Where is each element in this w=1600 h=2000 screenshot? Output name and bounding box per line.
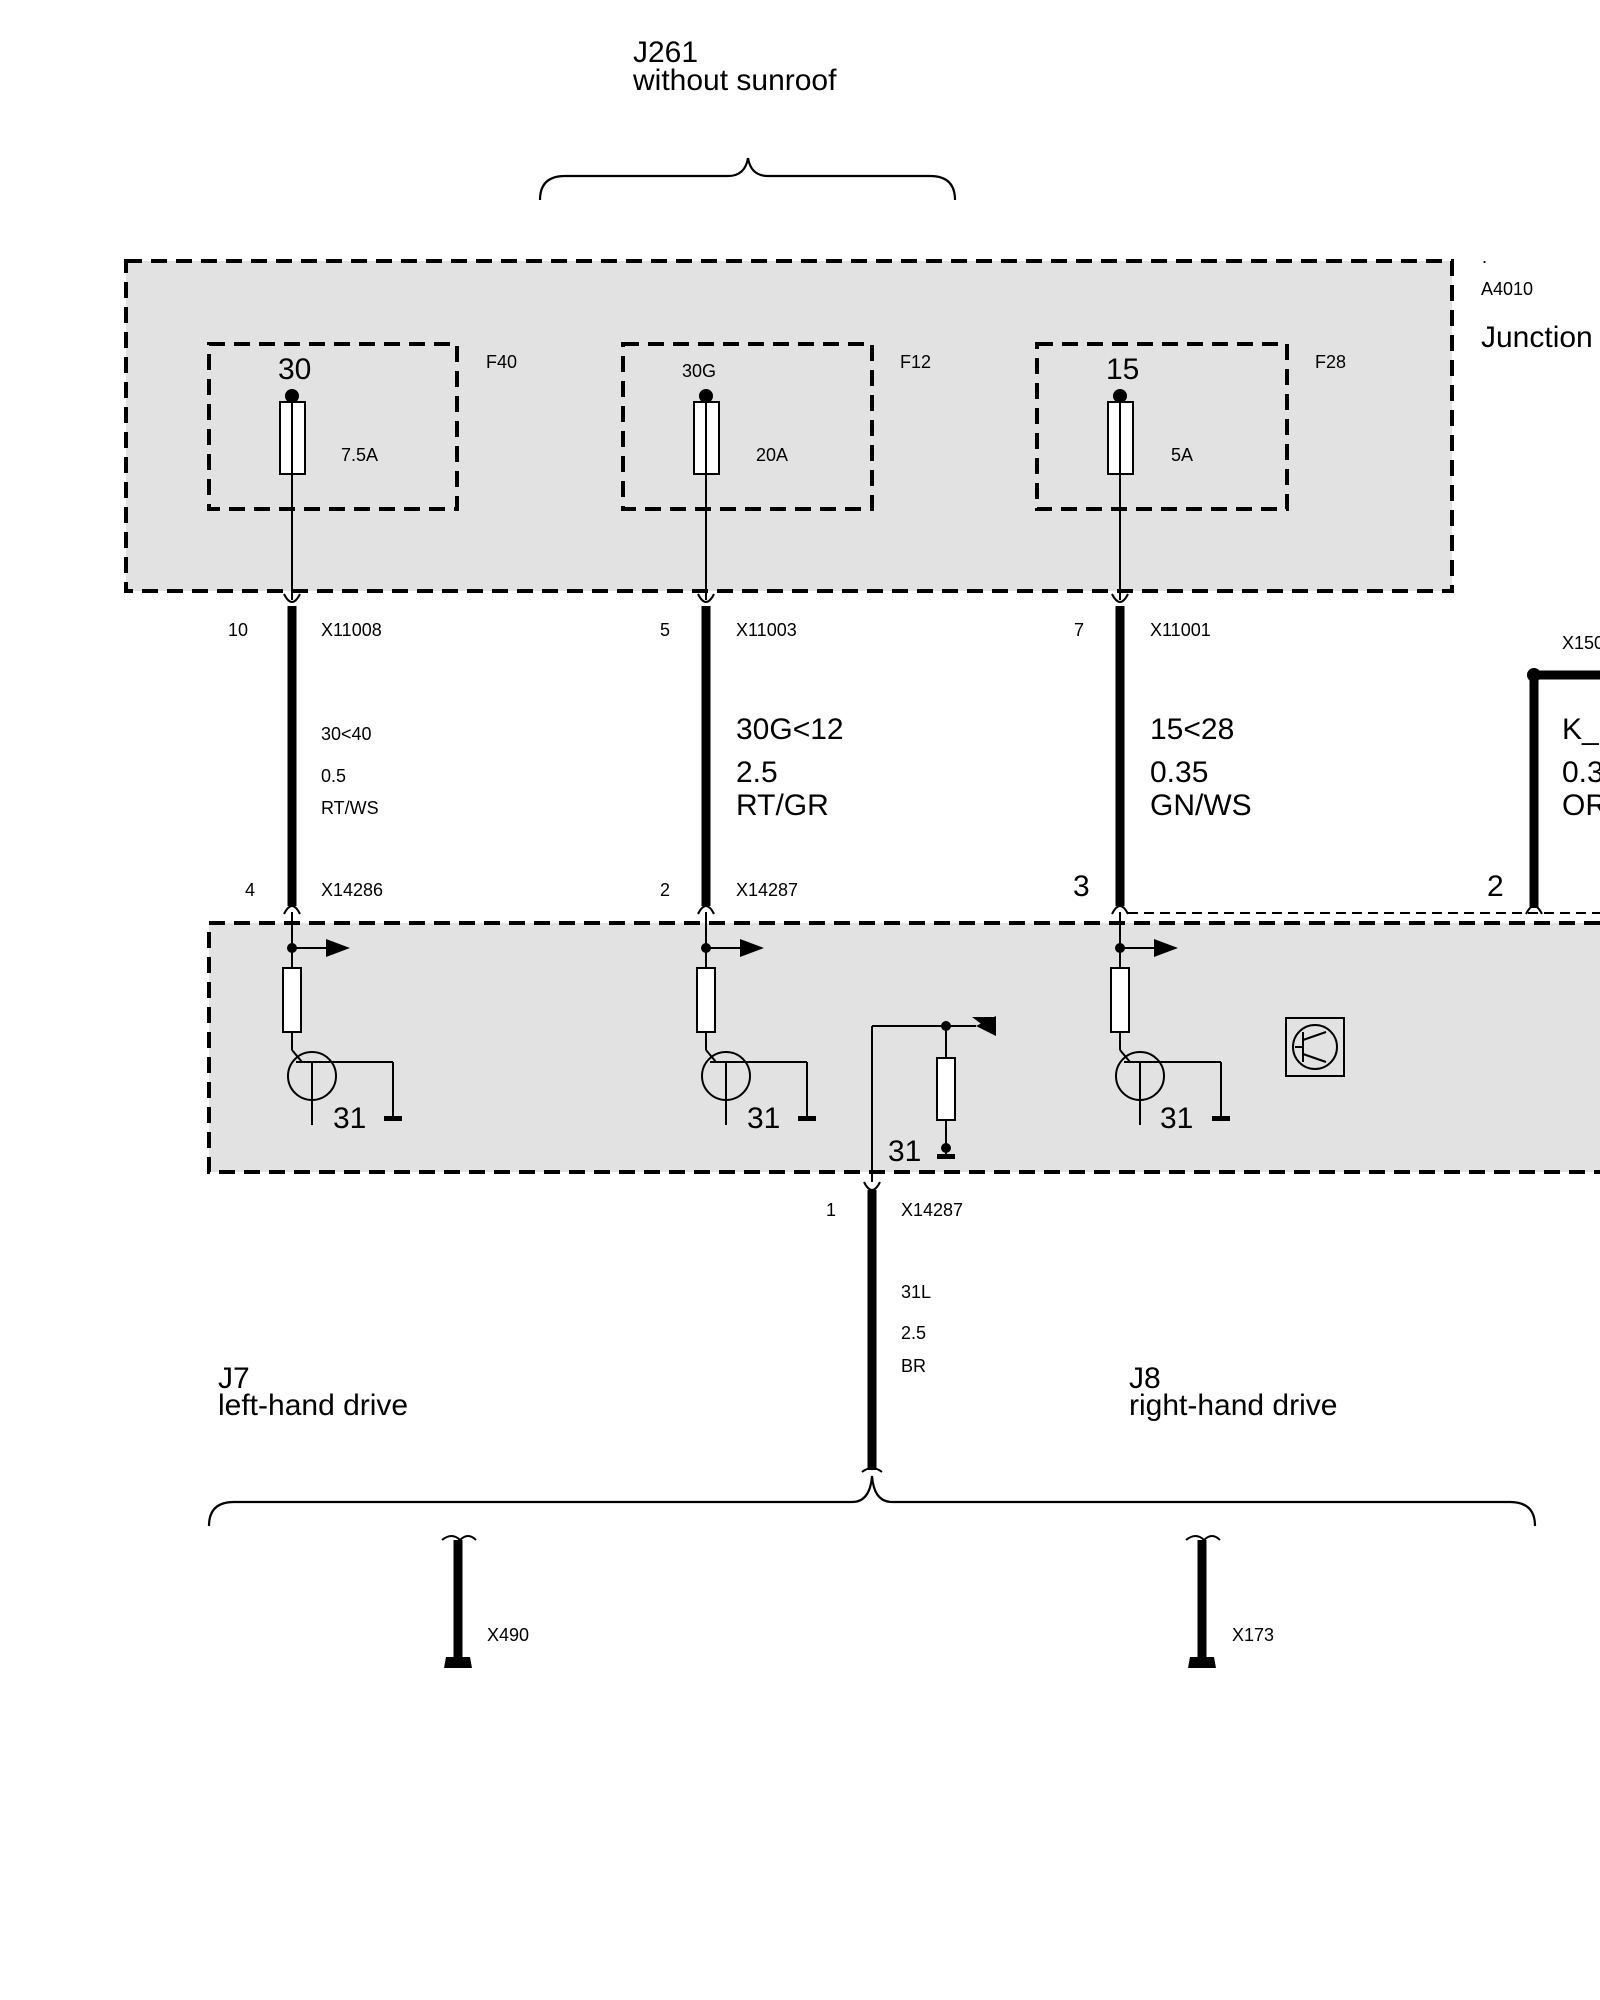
- wire-pin-top: 5: [660, 620, 670, 640]
- junction-box: [124, 259, 1454, 593]
- ground-wire-color: BR: [901, 1356, 926, 1376]
- fuse-rating: 5A: [1171, 445, 1193, 465]
- wire-color: RT/WS: [321, 798, 379, 818]
- junction-box-id: A4010: [1481, 279, 1533, 299]
- ground-point-x490: [441, 1535, 477, 1668]
- fuse-terminal: 30G: [682, 361, 716, 381]
- fuse-rating: 20A: [756, 445, 788, 465]
- side-wire-gauge: 0.3: [1562, 756, 1600, 789]
- wire-signal: 30G<12: [736, 713, 844, 746]
- wire-gauge: 2.5: [736, 756, 778, 789]
- variant-desc: left-hand drive: [218, 1389, 408, 1422]
- wire-connector-bottom: X14286: [321, 880, 383, 900]
- side-wire-connector: X150: [1562, 633, 1600, 653]
- fuse-f12: [621, 342, 874, 600]
- wire-color: GN/WS: [1150, 789, 1252, 822]
- junction-box-name: Junction: [1481, 321, 1593, 354]
- ground-reference: [871, 1016, 996, 1182]
- ground-point-label: X173: [1232, 1625, 1274, 1645]
- control-module: [207, 912, 1600, 1174]
- wire-pin-bottom: 3: [1073, 870, 1090, 903]
- top-variant-desc: without sunroof: [632, 64, 837, 97]
- fuse-terminal: 15: [1106, 353, 1139, 386]
- ground-point-label: X490: [487, 1625, 529, 1645]
- variant-desc: right-hand drive: [1129, 1389, 1337, 1422]
- output-stage-1: [282, 912, 402, 1125]
- fuse-name: F28: [1315, 352, 1346, 372]
- wire-connector-top: X11008: [321, 620, 382, 640]
- ground-wire-gauge: 2.5: [901, 1323, 926, 1343]
- fuse-name: F12: [900, 352, 931, 372]
- fuse-f28: [1035, 342, 1289, 600]
- side-wire: [1527, 668, 1600, 908]
- top-variant-brace: [538, 157, 957, 201]
- top-variant-id: J261: [633, 36, 698, 69]
- ground-wire-pin: 1: [826, 1200, 836, 1220]
- wire-gauge: 0.35: [1150, 756, 1208, 789]
- wire-connector-bottom: X14287: [736, 880, 798, 900]
- fuse-name: F40: [486, 352, 517, 372]
- side-wire-signal: K_: [1562, 713, 1600, 746]
- wire-color: RT/GR: [736, 789, 829, 822]
- ground-terminal: 31: [333, 1102, 366, 1135]
- ground-point-x173: [1185, 1535, 1221, 1668]
- wire-signal: 15<28: [1150, 713, 1234, 746]
- wire-connector-top: X11001: [1150, 620, 1211, 640]
- wire-pin-top: 7: [1074, 620, 1084, 640]
- wire-pin-top: 10: [228, 620, 248, 640]
- fuse-terminal: 30: [278, 353, 311, 386]
- wire-pin-bottom: 2: [660, 880, 670, 900]
- wire-connector-top: X11003: [736, 620, 797, 640]
- side-wire-color: OR: [1562, 789, 1600, 822]
- wire-pin-bottom: 4: [245, 880, 255, 900]
- variant-id: J8: [1129, 1362, 1161, 1395]
- junction-box-dot: .: [1482, 247, 1487, 267]
- ground-terminal: 31: [747, 1102, 780, 1135]
- wire-gauge: 0.5: [321, 766, 346, 786]
- fuse-rating: 7.5A: [341, 445, 378, 465]
- wire-signal: 30<40: [321, 724, 372, 744]
- side-wire-pin-bottom: 2: [1487, 870, 1504, 903]
- variant-id: J7: [218, 1362, 250, 1395]
- ground-wire-connector: X14287: [901, 1200, 963, 1220]
- output-stage-2: [696, 912, 816, 1125]
- fuse-f40: [207, 342, 459, 600]
- transistor-symbol-icon: [1285, 1017, 1345, 1077]
- ground-wire-signal: 31L: [901, 1282, 931, 1302]
- output-stage-3: [1110, 912, 1230, 1125]
- ground-terminal: 31: [1160, 1102, 1193, 1135]
- ground-terminal: 31: [888, 1135, 921, 1168]
- variant-brace: [207, 1475, 1537, 1527]
